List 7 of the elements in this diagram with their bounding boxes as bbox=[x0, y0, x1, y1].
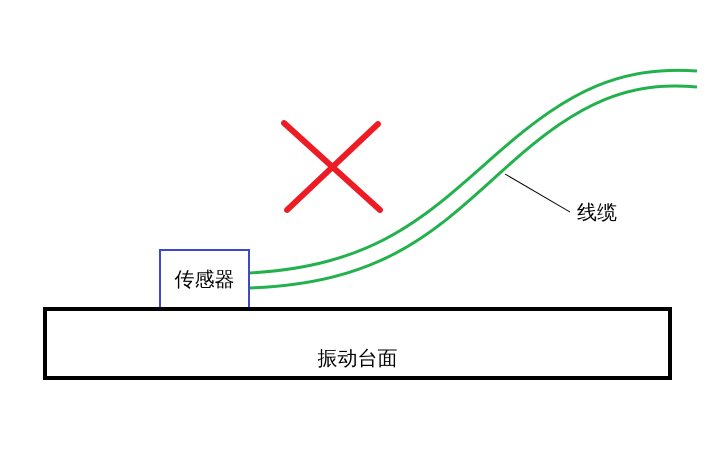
sensor-box bbox=[159, 249, 250, 310]
leader-line bbox=[504, 174, 570, 212]
label-text: 传感器 bbox=[174, 266, 234, 293]
vibration-table bbox=[43, 307, 672, 380]
cable-label: 线缆 bbox=[577, 198, 617, 226]
cable-drawing bbox=[248, 68, 698, 290]
label-text: 振动台面 bbox=[318, 345, 398, 372]
